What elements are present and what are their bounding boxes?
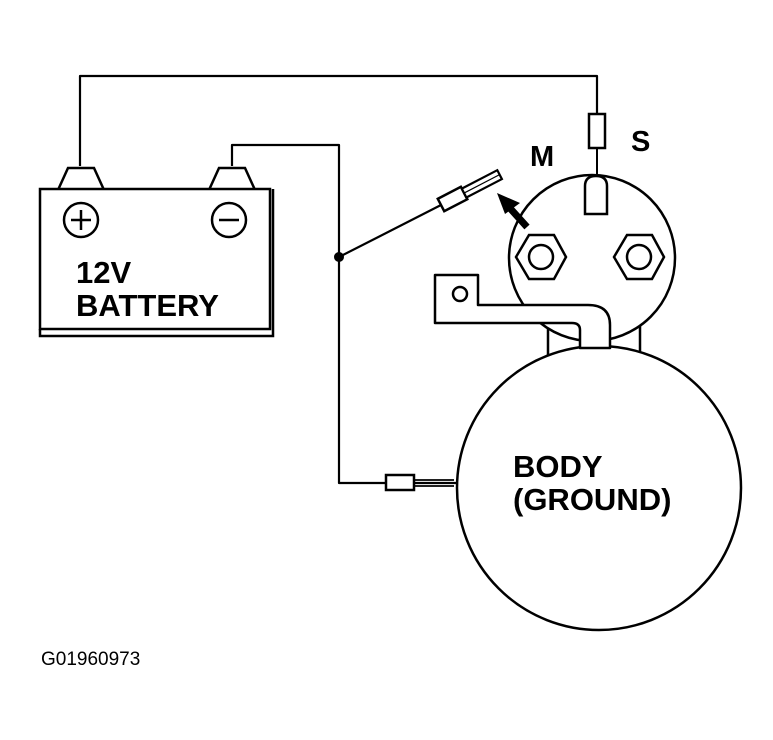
negative-to-ground-wire: [230, 143, 388, 485]
connecting-strap: [433, 273, 612, 350]
terminal-m-label: M: [530, 141, 554, 173]
s-terminal-spade: [583, 174, 609, 216]
wire-junction-dot: [334, 252, 344, 262]
battery-case-bottom-edge: [38, 189, 275, 338]
battery-label-voltage: 12V: [76, 255, 131, 290]
body-label-line1: BODY: [513, 449, 603, 484]
m-probe-connector: [436, 168, 504, 213]
wiring: [78, 74, 599, 485]
battery: [38, 166, 275, 338]
battery-label-name: BATTERY: [76, 288, 219, 323]
body-ground-connector: [384, 473, 454, 492]
body-label-line2: (GROUND): [513, 482, 671, 517]
battery-positive-post: [56, 166, 106, 192]
junction-to-m-probe-wire: [338, 204, 442, 258]
positive-to-s-terminal-wire: [78, 74, 599, 166]
connect-arrow-icon: [497, 193, 530, 230]
figure-code: G01960973: [41, 649, 140, 670]
terminal-s-label: S: [631, 126, 650, 158]
s-terminal-connector: [587, 112, 607, 150]
battery-negative-post: [207, 166, 257, 192]
